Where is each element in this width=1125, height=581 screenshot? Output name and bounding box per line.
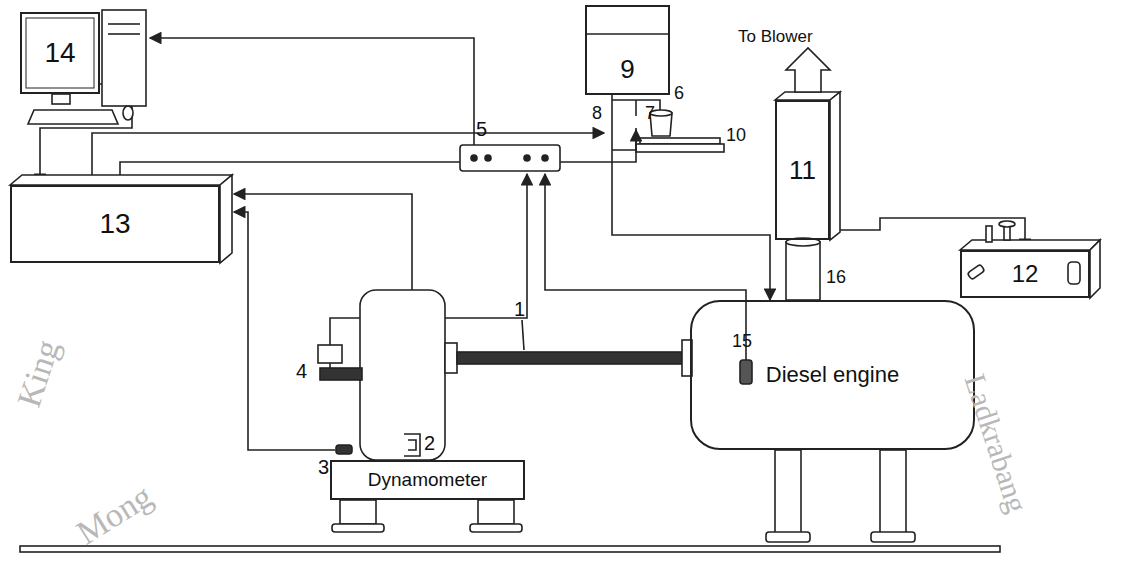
engine-leg [880,450,906,534]
fuel-line [635,100,637,116]
amplifier-box [460,145,560,171]
port [471,155,477,161]
callout-number: 15 [732,332,752,352]
engine-body: Diesel engine [690,300,975,450]
drive-bay [108,33,140,35]
port [485,155,491,161]
dyno-foot [340,500,376,524]
dyno-pad [332,524,384,532]
callout-number: 5 [476,118,487,140]
signal-line [150,38,474,145]
exhaust-pipe-16 [786,242,820,300]
callout-number: 16 [826,268,846,288]
watermark-text: Ladkrabang [959,370,1035,516]
ground-base [20,546,1000,552]
leader-line [522,320,524,350]
watermark-text: Mong [70,477,159,552]
callout-number: 10 [726,126,746,146]
display [1068,262,1080,284]
screen-bezel [26,18,94,88]
sensor-4 [318,345,342,363]
drive-shaft [457,352,682,364]
load-cell-2 [404,434,420,456]
node-label: 11 [789,156,816,185]
callout-number: 4 [296,360,307,382]
probe-port [986,226,992,242]
callout-number: 6 [674,84,684,104]
node-label: 12 [1012,261,1039,287]
gas-analyzer: 12 [960,250,1090,298]
dynamometer-body [360,290,445,460]
knob [999,221,1015,227]
callout-number: 3 [318,456,329,478]
dyno-foot [478,500,514,524]
flow-label: To Blower [738,28,813,47]
coupling [445,343,457,373]
computer-screen: 14 [20,12,100,94]
sensor-15 [740,360,752,384]
shaft-stub [320,368,362,380]
box-side [1090,240,1100,298]
drive-bay [108,23,140,25]
box-top [960,240,1100,250]
node-label: 14 [44,38,75,69]
port [542,155,548,161]
node-label: 9 [620,55,634,84]
blower-arrow [786,48,830,92]
fuel-line [612,128,636,150]
node-label: Diesel engine [766,363,899,387]
weighing-scale [640,138,720,144]
callout-number: 2 [424,432,435,454]
box-top [10,175,232,185]
engine-pad [766,532,810,542]
data-acquisition-box: 13 [10,185,220,263]
exhaust-box: 11 [775,100,830,240]
callout-number: 7 [645,104,655,124]
dyno-pad [470,524,522,532]
box-side [220,175,232,263]
callout-number: 1 [514,298,525,320]
sensor-rod [329,363,331,368]
node-label: Dynamometer [368,470,487,491]
signal-line [234,212,335,450]
signal-line [545,174,746,360]
knob [967,264,985,280]
tank-level [585,33,670,35]
callout-number: 8 [592,104,602,124]
sensor-3 [336,445,352,454]
keyboard [28,110,118,124]
dynamometer-base: Dynamometer [330,460,525,500]
pc-tower [102,10,146,106]
monitor-stand [52,94,70,104]
box-side [830,92,840,240]
engine-pad [871,532,915,542]
port [524,155,530,161]
node-label: 13 [99,209,130,240]
fuel-tank: 9 [585,5,670,95]
mouse [123,106,133,120]
connector-line [612,95,770,300]
watermark-text: King [10,335,67,411]
weighing-scale-base [636,144,724,152]
engine-leg [775,450,801,534]
